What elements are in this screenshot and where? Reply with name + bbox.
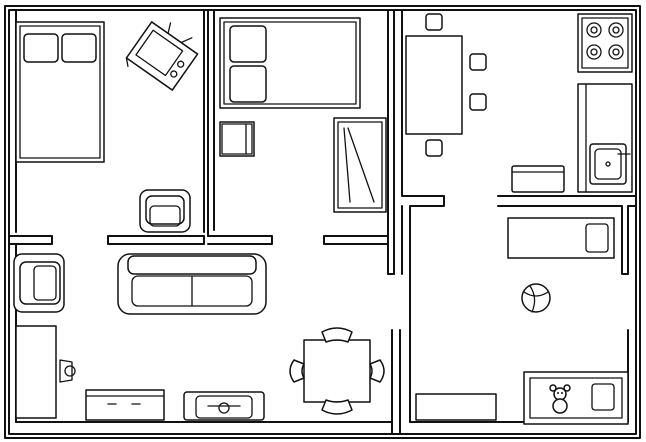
tv-set: [125, 21, 199, 91]
dining-chairs: [289, 327, 385, 415]
armchair: [139, 189, 191, 233]
armchair: [13, 253, 65, 313]
wardrobe: [333, 117, 387, 213]
dining-table: [405, 35, 463, 135]
nightstand: [219, 121, 255, 157]
bench: [507, 217, 615, 259]
single-bed: [219, 17, 361, 109]
ball: [521, 283, 551, 313]
storage-box: [511, 165, 565, 193]
teddy-bear: [549, 384, 571, 414]
sofa: [117, 253, 267, 315]
desk: [15, 325, 76, 419]
cot: [523, 371, 629, 425]
stove: [577, 13, 633, 73]
double-bed: [15, 21, 105, 163]
kitchen-sink: [589, 143, 631, 185]
dining-chairs: [425, 13, 487, 157]
side-table: [415, 393, 497, 421]
dining-table: [303, 339, 371, 403]
tv-stand: [183, 391, 265, 421]
low-cabinet: [85, 389, 165, 421]
